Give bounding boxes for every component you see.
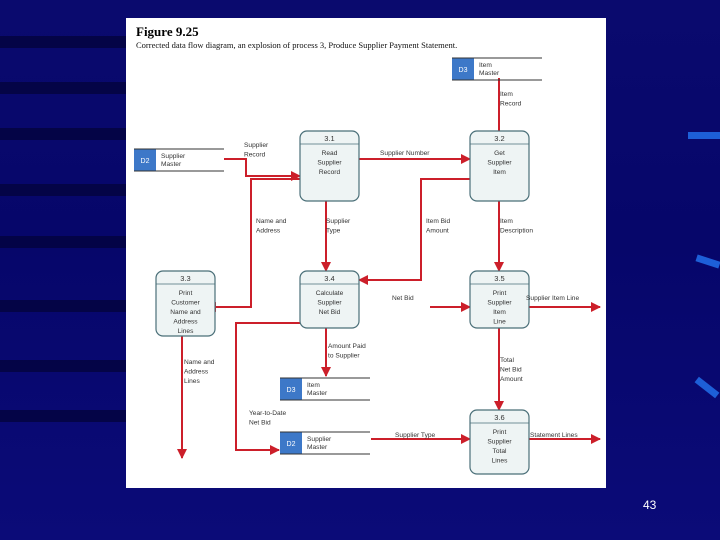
background-accent	[694, 376, 720, 399]
process-id: 3.2	[494, 134, 504, 143]
store-id: D2	[287, 441, 296, 448]
figure-title: Figure 9.25	[136, 24, 199, 39]
process-label: Lines	[492, 458, 508, 465]
flow-label: Type	[326, 228, 341, 235]
data-flow-diagram: 3.1ReadSupplierRecord3.2GetSupplierItem3…	[134, 57, 601, 475]
page-number: 43	[643, 498, 657, 512]
flow-label: Net Bid	[392, 295, 414, 302]
flow-label: Name and	[184, 359, 215, 366]
background-stripe	[0, 36, 126, 48]
process-label: Print	[493, 429, 507, 436]
flow-label: Name and	[256, 218, 287, 225]
flow-label: Record	[500, 101, 522, 108]
store-label: Master	[307, 390, 328, 397]
flow-label: Amount	[426, 228, 449, 235]
process-label: Supplier	[487, 160, 512, 167]
process-label: Item	[493, 309, 506, 316]
store-id: D2	[141, 158, 150, 165]
flow-label: Supplier Number	[380, 150, 430, 157]
store-label: Supplier	[161, 153, 186, 160]
flow-label: Supplier Item Line	[526, 295, 579, 302]
flow-label: Item	[500, 91, 513, 98]
background-stripe	[0, 360, 126, 372]
process-label: Name and	[170, 309, 201, 316]
flow-label: Statement Lines	[530, 432, 578, 439]
flow-label: Item Bid	[426, 218, 451, 225]
process-label: Supplier	[317, 300, 342, 307]
flow-label: Amount	[500, 376, 523, 383]
process-label: Supplier	[317, 160, 342, 167]
store-label: Master	[307, 444, 328, 451]
flow-label: to Supplier	[328, 353, 360, 360]
flow-label: Description	[500, 228, 533, 235]
process-label: Print	[493, 290, 507, 297]
flow-label: Supplier	[326, 218, 351, 225]
store-label: Master	[161, 161, 182, 168]
background-stripe	[0, 410, 126, 422]
process-label: Address	[173, 319, 198, 326]
flow-label: Address	[256, 228, 281, 235]
flow-label: Amount Paid	[328, 343, 366, 350]
flow-label: Year-to-Date	[249, 410, 286, 417]
process-label: Read	[322, 150, 338, 157]
store-id: D3	[459, 67, 468, 74]
process-id: 3.4	[324, 274, 334, 283]
process-label: Line	[493, 319, 506, 326]
flow-label: Total	[500, 357, 514, 364]
process-id: 3.5	[494, 274, 504, 283]
background-accent	[695, 254, 720, 269]
process-label: Supplier	[487, 300, 512, 307]
process-id: 3.6	[494, 413, 504, 422]
store-label: Supplier	[307, 436, 332, 443]
process-id: 3.1	[324, 134, 334, 143]
store-label: Master	[479, 70, 500, 77]
background-stripe	[0, 300, 126, 312]
process-label: Get	[494, 150, 505, 157]
process-label: Total	[493, 448, 507, 455]
flow-label: Item	[500, 218, 513, 225]
flow-arrow	[358, 178, 470, 285]
flow-label: Supplier Type	[395, 432, 436, 439]
flow-label: Address	[184, 369, 209, 376]
process-label: Lines	[178, 328, 194, 335]
process-label: Item	[493, 169, 506, 176]
background-stripe	[0, 236, 126, 248]
process-label: Print	[179, 290, 193, 297]
process-id: 3.3	[180, 274, 190, 283]
flow-label: Supplier	[244, 142, 269, 149]
background-stripe	[0, 184, 126, 196]
flow-label: Lines	[184, 378, 200, 385]
background-accent	[688, 132, 720, 139]
flow-arrow	[235, 322, 300, 455]
flow-label: Net Bid	[500, 367, 522, 374]
process-label: Customer	[171, 300, 200, 307]
process-label: Calculate	[316, 290, 344, 297]
background-stripe	[0, 128, 126, 140]
flow-arrow	[224, 158, 301, 181]
store-label: Item	[307, 382, 320, 389]
background-stripe	[0, 82, 126, 94]
process-label: Supplier	[487, 439, 512, 446]
figure-caption: Corrected data flow diagram, an explosio…	[136, 40, 458, 50]
slide-panel: Figure 9.25 Corrected data flow diagram,…	[126, 18, 606, 488]
flow-arrow	[206, 178, 300, 312]
flow-label: Net Bid	[249, 420, 271, 427]
store-id: D3	[287, 387, 296, 394]
store-label: Item	[479, 62, 492, 69]
flow-label: Record	[244, 152, 266, 159]
process-label: Net Bid	[319, 309, 341, 316]
process-label: Record	[319, 169, 341, 176]
